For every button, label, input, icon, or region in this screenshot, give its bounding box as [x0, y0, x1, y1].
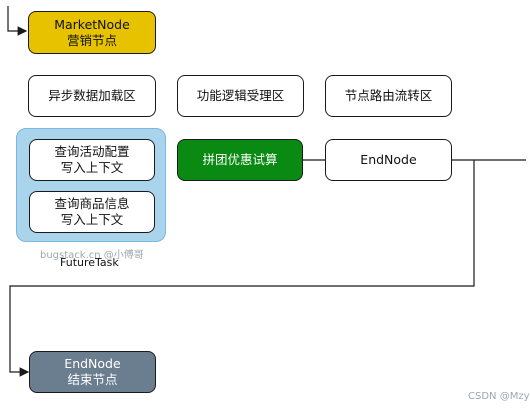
end-node-title: EndNode: [64, 356, 121, 371]
async-data-zone: 异步数据加载区: [28, 75, 156, 117]
market-node-subtitle: 营销节点: [66, 32, 117, 48]
function-logic-zone: 功能逻辑受理区: [177, 75, 304, 117]
group-buy-trial-node: 拼团优惠试算: [177, 139, 303, 181]
endnode-router-node: EndNode: [325, 139, 452, 181]
end-node-subtitle: 结束节点: [67, 372, 118, 387]
query-product-node: 查询商品信息 写入上下文: [29, 191, 155, 233]
market-node: MarketNode 营销节点: [28, 11, 156, 54]
node-routing-zone: 节点路由流转区: [325, 75, 452, 117]
watermark-corner: CSDN @Mzyh: [468, 391, 530, 402]
market-node-title: MarketNode: [54, 16, 130, 32]
end-node: EndNode 结束节点: [29, 351, 156, 393]
entry-connector: [7, 6, 28, 36]
function-logic-zone-label: 功能逻辑受理区: [196, 88, 285, 103]
group-buy-trial-label: 拼团优惠试算: [202, 152, 278, 167]
future-task-label: FutureTask: [60, 256, 119, 269]
query-product-line1: 查询商品信息: [54, 196, 130, 211]
query-activity-line1: 查询活动配置: [54, 144, 130, 159]
route-to-end-connector: [9, 160, 475, 377]
query-activity-line2: 写入上下文: [60, 160, 124, 175]
query-activity-node: 查询活动配置 写入上下文: [29, 139, 155, 181]
async-data-zone-label: 异步数据加载区: [48, 88, 136, 103]
node-routing-zone-label: 节点路由流转区: [344, 88, 433, 103]
endnode-router-label: EndNode: [360, 152, 417, 167]
watermark-center: bugstack.cn @小傅哥: [40, 250, 144, 261]
query-product-line2: 写入上下文: [60, 212, 124, 227]
